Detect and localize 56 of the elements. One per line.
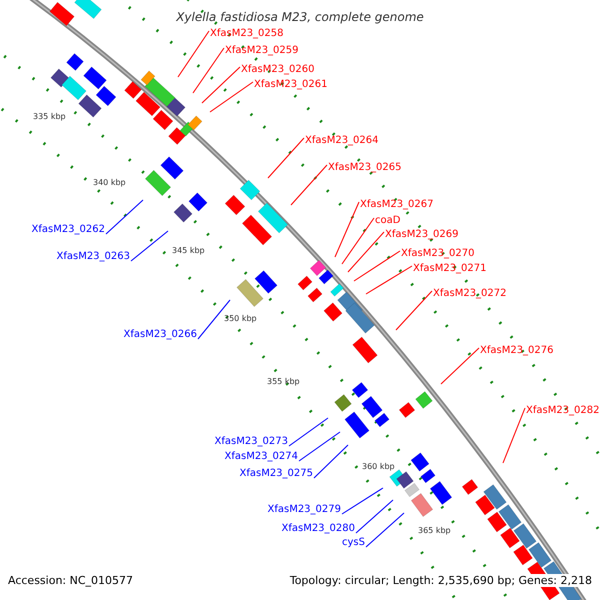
leader-line	[106, 200, 144, 234]
scale-label: 355 kbp	[267, 377, 300, 387]
leader-line	[342, 218, 374, 264]
leader-line	[396, 290, 432, 330]
gene-label: XfasM23_0269	[385, 229, 459, 241]
leader-line	[130, 230, 168, 262]
leader-line	[178, 30, 210, 78]
gene-label: XfasM23_0275	[239, 468, 313, 480]
scale-label: 340 kbp	[93, 178, 126, 188]
leader-line	[298, 432, 340, 462]
gene-label: XfasM23_0261	[254, 79, 328, 91]
leader-line	[334, 202, 360, 258]
gene-label: XfasM23_0271	[413, 263, 487, 275]
leader-line	[314, 444, 348, 478]
footer-text: Topology: circular; Length: 2,535,690 bp; Genes: 2,218	[290, 574, 592, 587]
leader-line	[354, 250, 400, 282]
gene-label: XfasM23_0262	[31, 224, 105, 236]
leader-line	[366, 266, 412, 294]
gene-label: XfasM23_0263	[56, 251, 130, 263]
scale-label: 365 kbp	[418, 526, 451, 536]
scale-label: 350 kbp	[224, 314, 257, 324]
gene-label: XfasM23_0279	[267, 504, 341, 516]
gene-label: XfasM23_0282	[526, 405, 600, 417]
gene-label: XfasM23_0270	[401, 248, 475, 260]
scale-label: 335 kbp	[33, 112, 66, 122]
leader-line	[210, 82, 254, 112]
leader-line	[342, 488, 384, 514]
leader-line	[268, 138, 304, 178]
gene-label: XfasM23_0274	[224, 451, 298, 463]
gene-label: XfasM23_0260	[241, 64, 315, 76]
leader-line	[348, 232, 384, 272]
gene-label: XfasM23_0280	[281, 523, 355, 535]
leader-line	[202, 66, 240, 104]
leader-line	[198, 300, 230, 340]
scale-label: 360 kbp	[362, 462, 395, 472]
gene-label: XfasM23_0265	[328, 162, 402, 174]
scale-label: 345 kbp	[172, 246, 205, 256]
leader-line	[192, 48, 224, 94]
gene-label: XfasM23_0258	[210, 28, 284, 40]
leader-line	[290, 164, 328, 206]
gene-label: XfasM23_0267	[360, 199, 434, 211]
footer-text: Accession: NC_010577	[8, 574, 134, 587]
gene-label: XfasM23_0276	[480, 345, 554, 357]
gene-label: XfasM23_0264	[305, 135, 379, 147]
gene-label: XfasM23_0266	[123, 329, 197, 341]
map-title: Xylella fastidiosa M23, complete genome	[175, 10, 425, 24]
gene-label: coaD	[375, 215, 400, 227]
gene-label: cysS	[342, 537, 365, 549]
leader-line	[288, 418, 328, 446]
leader-line	[366, 512, 404, 548]
gene-label: XfasM23_0259	[225, 45, 299, 57]
leader-line	[440, 348, 480, 384]
leader-line	[502, 408, 526, 464]
gene-label: XfasM23_0273	[214, 436, 288, 448]
gene-label: XfasM23_0272	[433, 288, 507, 300]
leader-line	[356, 500, 394, 534]
